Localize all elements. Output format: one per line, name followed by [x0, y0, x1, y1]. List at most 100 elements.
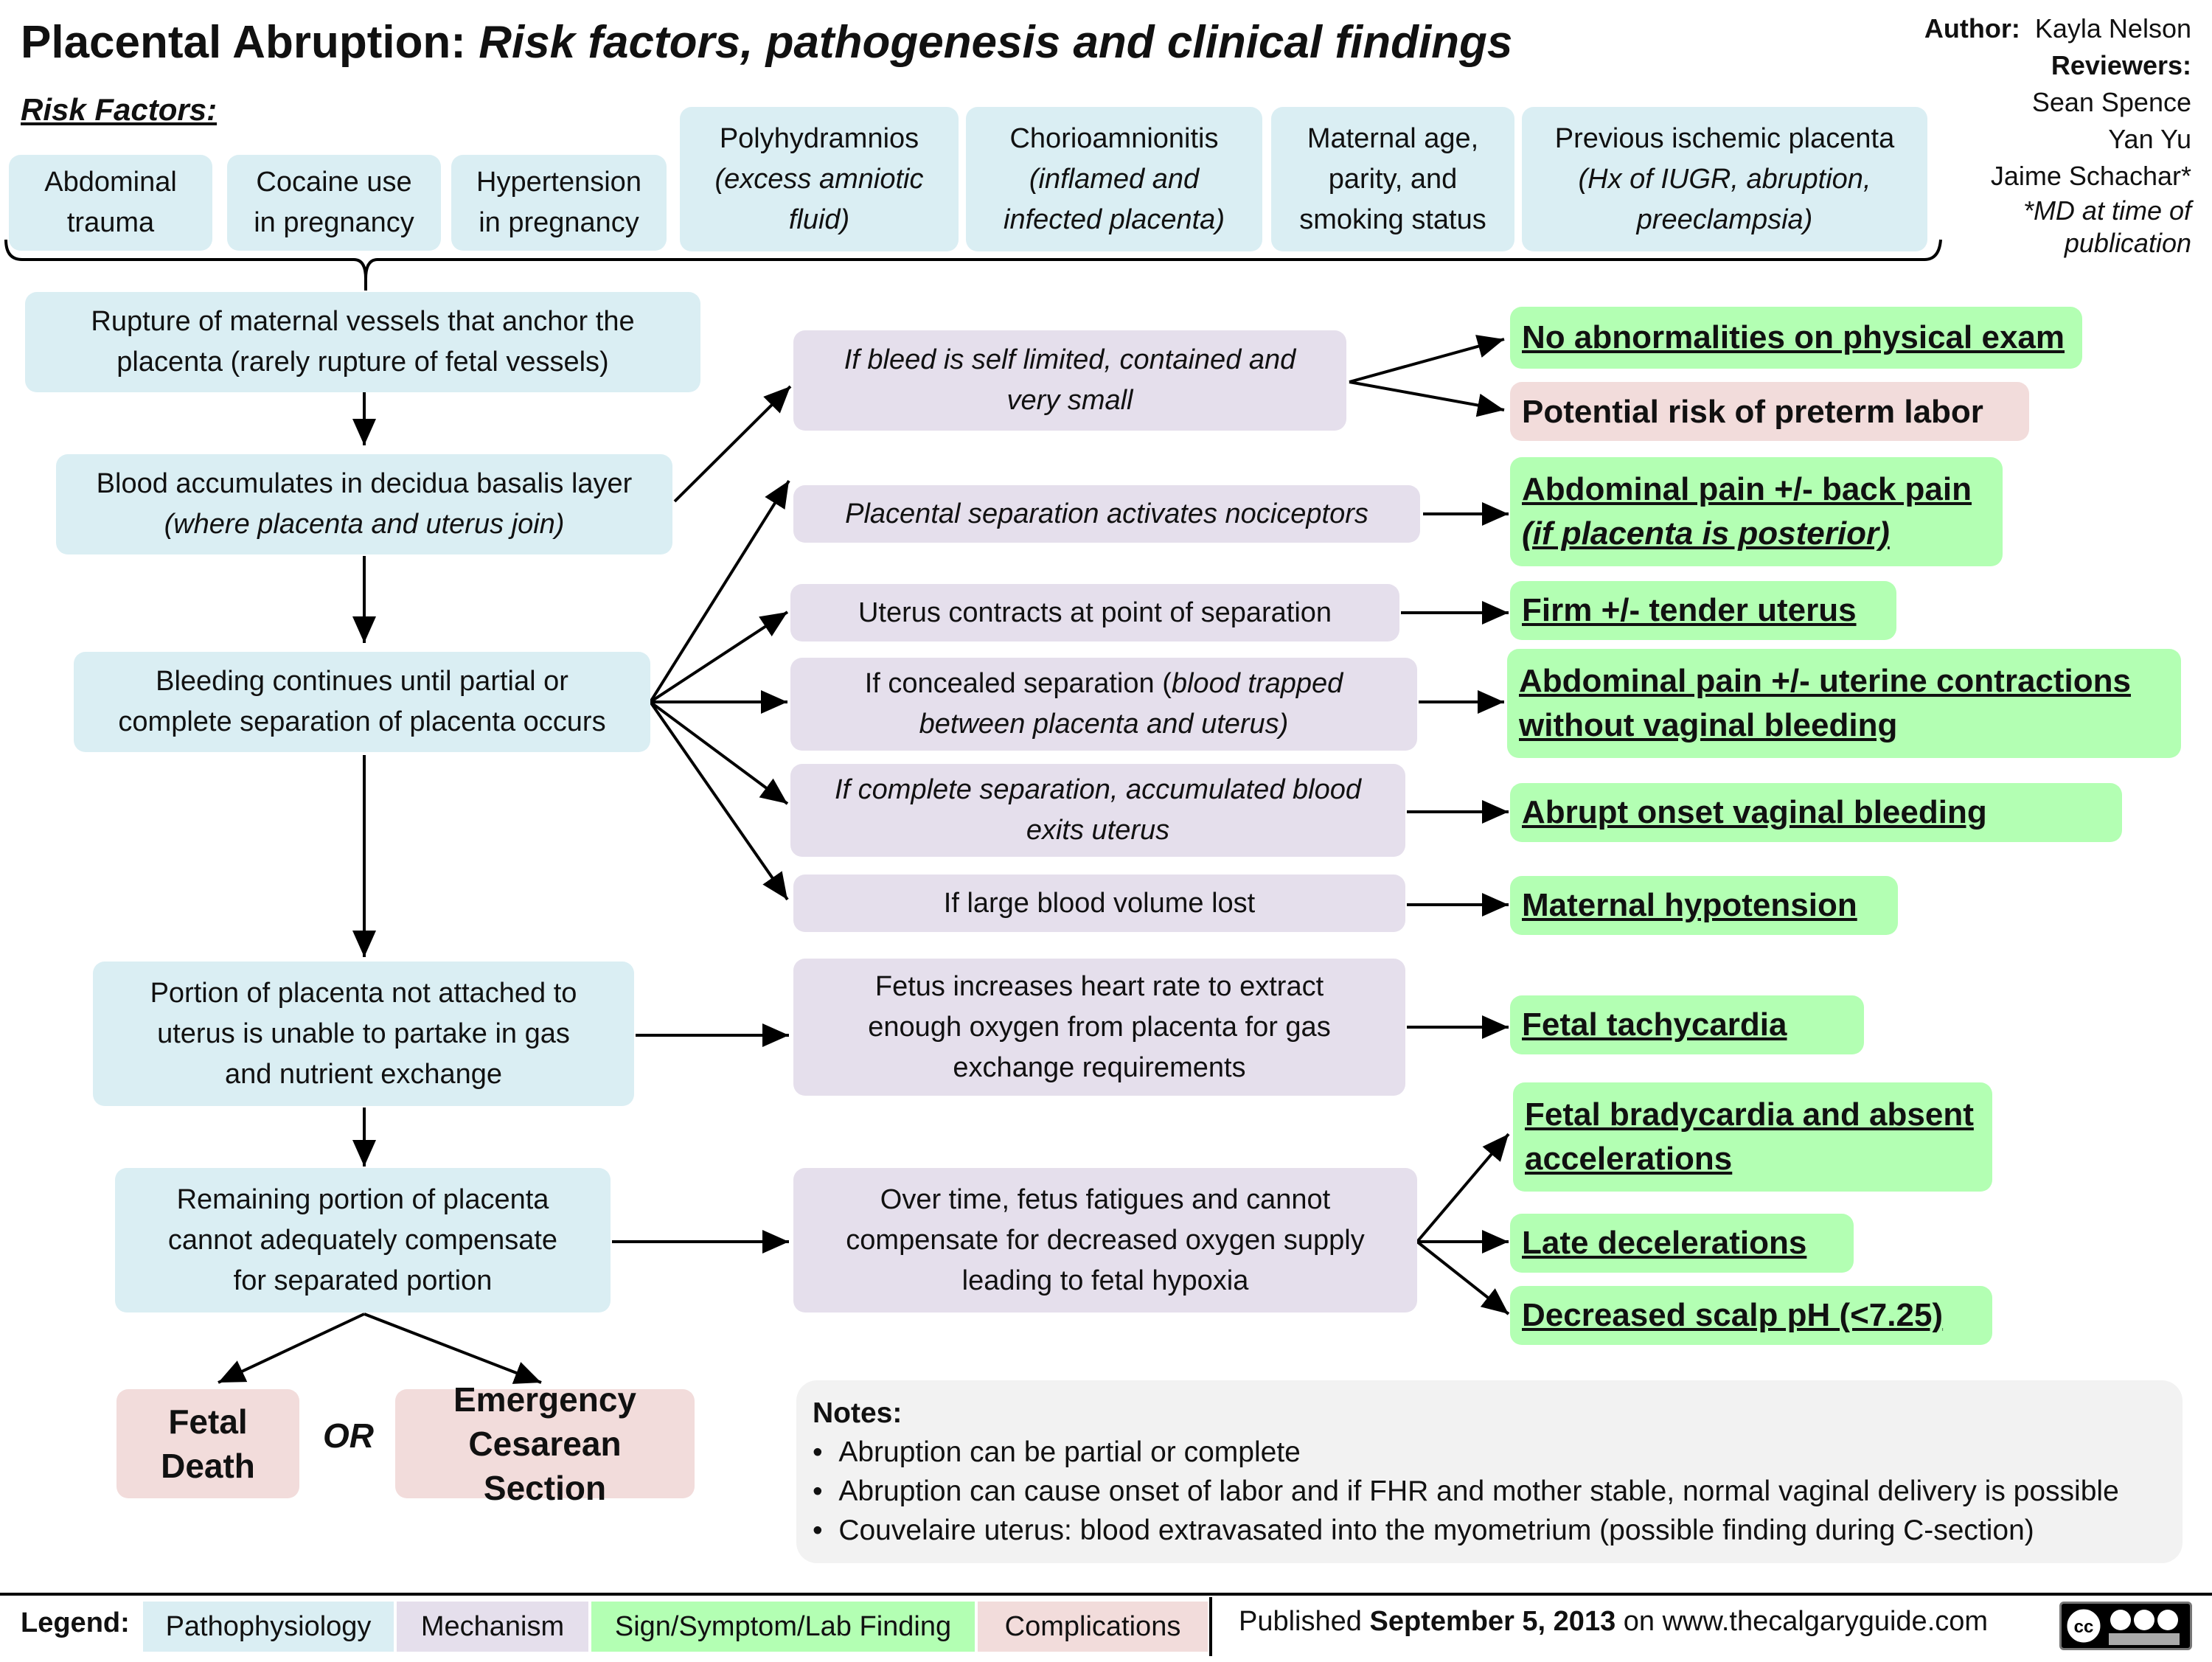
risk-factor-hypertension: Hypertension in pregnancy: [451, 155, 667, 251]
patho-line: and nutrient exchange: [224, 1058, 503, 1090]
patho-line: (where placenta and uterus join): [164, 509, 565, 540]
sign-line: Fetal bradycardia and absent: [1525, 1096, 1974, 1133]
mech-uterus-contracts: Uterus contracts at point of separation: [790, 584, 1399, 641]
mech-large-volume: If large blood volume lost: [793, 875, 1405, 932]
mech-fatigue: Over time, fetus fatigues and cannot comp…: [793, 1168, 1417, 1312]
mech-line: between placenta and uterus): [919, 709, 1289, 740]
svg-text:cc: cc: [2074, 1617, 2094, 1637]
rf-line: trauma: [66, 207, 155, 238]
mech-line: Fetus increases heart rate to extract: [874, 970, 1324, 1002]
rf-line: (Hx of IUGR, abruption,: [1578, 163, 1871, 195]
mech-nociceptors: Placental separation activates nocicepto…: [793, 485, 1420, 543]
risk-factor-previous-ischemic: Previous ischemic placenta (Hx of IUGR, a…: [1522, 107, 1927, 251]
published-date: September 5, 2013: [1369, 1606, 1616, 1637]
sign-line: Abdominal pain +/- uterine contractions: [1519, 663, 2131, 699]
reviewer: Yan Yu: [2108, 124, 2191, 154]
sign-late-decelerations: Late decelerations: [1510, 1214, 1854, 1273]
rf-line: smoking status: [1299, 204, 1486, 235]
mech-line: leading to fetal hypoxia: [961, 1265, 1249, 1296]
note-text: Abruption can be partial or complete: [838, 1436, 1301, 1468]
reviewers-label: Reviewers:: [2051, 50, 2191, 80]
mech-concealed: If concealed separation (blood trapped be…: [790, 658, 1417, 751]
risk-factor-polyhydramnios: Polyhydramnios (excess amniotic fluid): [680, 107, 959, 251]
mech-line: exchange requirements: [953, 1051, 1246, 1083]
mech-text: If concealed separation (: [864, 668, 1172, 699]
rf-line: Cocaine use: [256, 167, 412, 198]
rf-line: infected placenta): [1004, 204, 1225, 235]
rf-line: parity, and: [1328, 163, 1458, 195]
legend-pathophysiology: Pathophysiology: [143, 1602, 394, 1652]
published-prefix: Published: [1239, 1606, 1362, 1637]
patho-line: complete separation of placenta occurs: [118, 706, 606, 737]
mech-line: Over time, fetus fatigues and cannot: [880, 1183, 1331, 1215]
rf-line: in pregnancy: [254, 207, 414, 238]
published-url: on www.thecalgaryguide.com: [1623, 1606, 1989, 1637]
sign-maternal-hypotension: Maternal hypotension: [1510, 876, 1898, 935]
rupture-maternal-vessels: Rupture of maternal vessels that anchor …: [25, 292, 700, 392]
sign-fetal-tachycardia: Fetal tachycardia: [1510, 995, 1864, 1054]
rf-line: Previous ischemic placenta: [1554, 122, 1895, 154]
risk-factor-abdominal-trauma: Abdominal trauma: [9, 155, 212, 251]
patho-line: Rupture of maternal vessels that anchor …: [91, 306, 635, 337]
md-note: *MD at time of: [2023, 195, 2191, 226]
patho-line: placenta (rarely rupture of fetal vessel…: [116, 347, 609, 378]
published-line: Published September 5, 2013 on www.theca…: [1239, 1606, 1988, 1638]
sign-vaginal-bleeding: Abrupt onset vaginal bleeding: [1510, 783, 2122, 842]
rf-line: (excess amniotic: [714, 163, 924, 195]
rf-line: fluid): [788, 204, 850, 235]
creative-commons-by-nc-sa-icon: cc: [2059, 1602, 2192, 1650]
rf-line: Maternal age,: [1307, 122, 1479, 154]
comp-line: Fetal: [168, 1402, 248, 1441]
mech-line: compensate for decreased oxygen supply: [846, 1224, 1365, 1256]
mech-self-limited: If bleed is self limited, contained and v…: [793, 330, 1346, 431]
reviewer: Sean Spence: [2031, 87, 2191, 117]
mech-line: very small: [1006, 385, 1133, 416]
md-note: publication: [2064, 228, 2191, 258]
patho-line: Bleeding continues until partial or: [156, 666, 568, 697]
rf-line: Chorioamnionitis: [1009, 122, 1219, 154]
patho-line: Blood accumulates in decidua basalis lay…: [96, 468, 633, 499]
note-text: Couvelaire uterus: blood extravasated in…: [838, 1515, 2034, 1546]
comp-line: Cesarean Section: [468, 1425, 622, 1507]
sign-abdominal-contractions: Abdominal pain +/- uterine contractions w…: [1507, 649, 2181, 758]
legend-label: Legend:: [21, 1607, 130, 1638]
sign-scalp-ph: Decreased scalp pH (<7.25): [1510, 1286, 1992, 1345]
patho-line: uterus is unable to partake in gas: [157, 1018, 570, 1049]
risk-factors-label: Risk Factors:: [21, 92, 218, 127]
sign-line: without vaginal bleeding: [1519, 707, 1898, 743]
page-title: Placental Abruption: Risk factors, patho…: [21, 16, 1512, 69]
notes-title: Notes:: [813, 1397, 902, 1429]
sign-line: Abdominal pain +/- back pain: [1522, 471, 1972, 507]
rf-line: preeclampsia): [1636, 204, 1813, 235]
rf-line: Hypertension: [476, 167, 641, 198]
blood-accumulates: Blood accumulates in decidua basalis lay…: [56, 454, 672, 554]
sign-line: (if placenta is posterior): [1522, 515, 1890, 552]
comp-preterm-labor: Potential risk of preterm labor: [1510, 382, 2029, 441]
patho-line: Remaining portion of placenta: [176, 1183, 549, 1215]
mech-text: blood trapped: [1171, 668, 1343, 699]
risk-factor-cocaine: Cocaine use in pregnancy: [227, 155, 441, 251]
patho-line: for separated portion: [233, 1265, 493, 1296]
risk-factor-maternal-age: Maternal age, parity, and smoking status: [1271, 107, 1514, 251]
reviewer: Jaime Schachar*: [1990, 161, 2191, 191]
rf-line: Polyhydramnios: [719, 122, 919, 154]
mech-line: If bleed is self limited, contained and: [844, 344, 1296, 375]
rf-line: Abdominal: [44, 167, 177, 198]
author-name: Kayla Nelson: [2034, 13, 2191, 44]
note-item: • Abruption can be partial or complete: [813, 1436, 1301, 1468]
mech-line: enough oxygen from placenta for gas: [868, 1011, 1331, 1043]
mech-line: If complete separation, accumulated bloo…: [835, 774, 1361, 805]
mech-line: If concealed separation (blood trapped: [801, 664, 1407, 704]
mech-complete: If complete separation, accumulated bloo…: [790, 764, 1405, 857]
credits: Author: Kayla Nelson Reviewers: Sean Spe…: [1924, 10, 2191, 260]
sign-abdominal-back-pain: Abdominal pain +/- back pain (if placenta…: [1510, 457, 2003, 566]
bleeding-continues: Bleeding continues until partial or compl…: [74, 652, 650, 752]
sign-line: accelerations: [1525, 1141, 1733, 1177]
rf-line: in pregnancy: [479, 207, 639, 238]
note-text: Abruption can cause onset of labor and i…: [838, 1475, 2119, 1507]
